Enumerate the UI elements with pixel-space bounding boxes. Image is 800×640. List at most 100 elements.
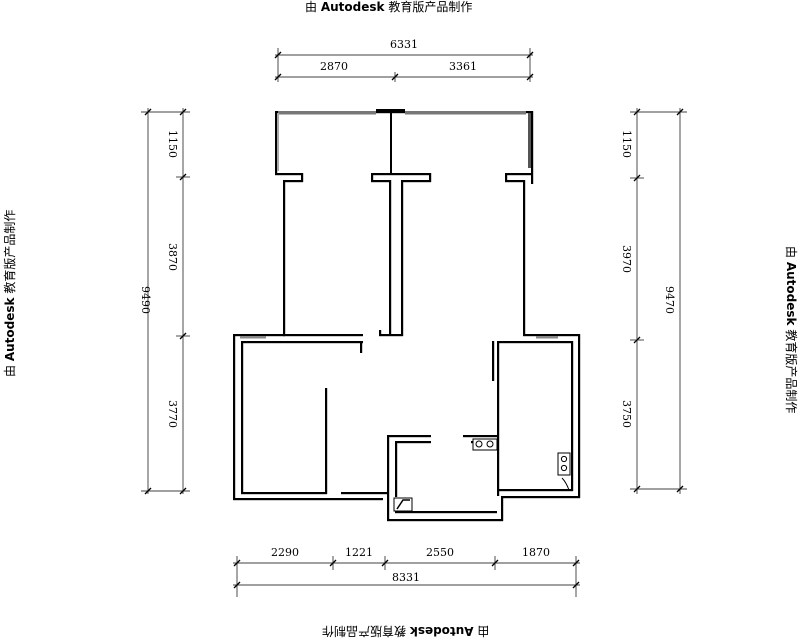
dim-top-overall: 6331 — [390, 38, 418, 51]
tick — [633, 485, 641, 493]
bedroom-partition — [325, 388, 328, 494]
sink-bowl-top — [560, 455, 568, 463]
left-stub-bottom — [283, 180, 303, 183]
bath-left-inner — [395, 441, 398, 497]
kitchen-top-wall — [463, 435, 499, 438]
tick — [179, 332, 187, 340]
left-upper-window — [277, 113, 279, 171]
dimension-labels: 6331 2870 3361 2290 1221 2550 1870 8331 … — [139, 38, 676, 584]
top-wall — [275, 111, 533, 114]
dim-bottom-3: 2550 — [426, 546, 454, 559]
kitchen-left-outer — [492, 341, 495, 381]
left-stub-right — [301, 173, 304, 182]
left-stub-top — [275, 173, 303, 176]
dim-right-top: 1150 — [620, 130, 633, 158]
right-upper-window — [528, 113, 531, 168]
tick — [179, 487, 187, 495]
right-lower-window — [536, 336, 558, 339]
left-lower-top — [233, 334, 285, 337]
tick — [526, 51, 534, 59]
dim-left-bottom: 3770 — [166, 400, 179, 428]
walls — [233, 109, 581, 522]
bottom-right-inner — [499, 489, 573, 492]
bottom-mid-wall — [387, 519, 503, 522]
tick — [572, 559, 580, 567]
center-mullion — [390, 111, 392, 173]
bottom-left-inner — [241, 492, 327, 495]
right-lower-top — [523, 334, 579, 337]
tick — [144, 108, 152, 116]
bottom-right-step — [501, 496, 504, 521]
center-t-top — [371, 173, 431, 176]
toilet-shape — [396, 499, 410, 510]
bottom-left-wall — [233, 498, 383, 501]
watermark-brand: Autodesk — [320, 0, 385, 14]
dim-bottom-1: 2290 — [271, 546, 299, 559]
tick — [676, 108, 684, 116]
center-col-right — [401, 180, 404, 336]
dim-left-mid: 3870 — [166, 243, 179, 271]
right-outer-wall — [578, 334, 581, 498]
dim-right-mid: 3970 — [620, 245, 633, 273]
center-t-bottom-left — [371, 180, 391, 183]
center-col-base-left — [379, 330, 382, 336]
tick — [179, 173, 187, 181]
stove-burner-right — [486, 440, 494, 448]
sink-bowl-bottom — [560, 464, 568, 472]
left-inner-wall — [283, 180, 286, 334]
right-upper-wall — [531, 111, 534, 184]
left-lower-top-inner — [283, 334, 363, 337]
left-outer-wall — [233, 334, 236, 500]
bath-top-wall — [387, 435, 431, 438]
tick — [491, 559, 499, 567]
dim-left-top: 1150 — [166, 130, 179, 158]
bottom-mid-inner-2 — [395, 511, 497, 514]
bottom-right-wall — [501, 496, 580, 499]
dim-bottom-4: 1870 — [522, 546, 550, 559]
center-t-right — [429, 173, 432, 182]
tick — [179, 108, 187, 116]
watermark-top: 由 Autodesk 教育版产品制作 — [305, 1, 472, 13]
tick — [391, 73, 399, 81]
bedroom-door-jamb — [360, 341, 363, 353]
dimension-lines — [141, 48, 687, 597]
window-top-right — [405, 111, 526, 115]
left-lower-window — [240, 336, 266, 339]
tick — [274, 73, 282, 81]
dim-bottom-overall: 8331 — [392, 571, 420, 584]
tick — [526, 73, 534, 81]
tick — [233, 559, 241, 567]
center-col-left — [389, 180, 392, 336]
window-top-left — [278, 111, 376, 115]
right-stub-bottom — [505, 180, 525, 183]
dim-top-right: 3361 — [449, 60, 477, 73]
dim-bottom-2: 1221 — [345, 546, 373, 559]
left-upper-wall — [275, 111, 278, 173]
bath-top-inner — [395, 441, 431, 444]
bottom-mid-inner — [341, 492, 389, 495]
tick — [572, 581, 580, 589]
tick — [274, 51, 282, 59]
tick — [144, 487, 152, 495]
right-stub-left — [505, 173, 508, 182]
center-t-bottom-right — [403, 180, 431, 183]
tick — [329, 559, 337, 567]
tick — [676, 485, 684, 493]
tick — [381, 559, 389, 567]
dim-left-overall: 9490 — [139, 286, 152, 314]
right-inner-wall — [523, 180, 526, 334]
right-lower-top-inner — [497, 341, 573, 344]
bath-left-wall — [387, 435, 390, 521]
kitchen-left-wall — [497, 341, 500, 496]
tick — [233, 581, 241, 589]
dim-top-left: 2870 — [320, 60, 348, 73]
center-t-left — [371, 173, 374, 182]
watermark-prefix: 由 — [305, 0, 321, 14]
left-outer-wall-inner — [241, 341, 244, 494]
right-outer-inner — [571, 341, 574, 491]
center-col-base — [379, 334, 403, 337]
door-swing-arc — [561, 477, 570, 491]
tick — [633, 336, 641, 344]
right-stub-top — [505, 173, 533, 176]
